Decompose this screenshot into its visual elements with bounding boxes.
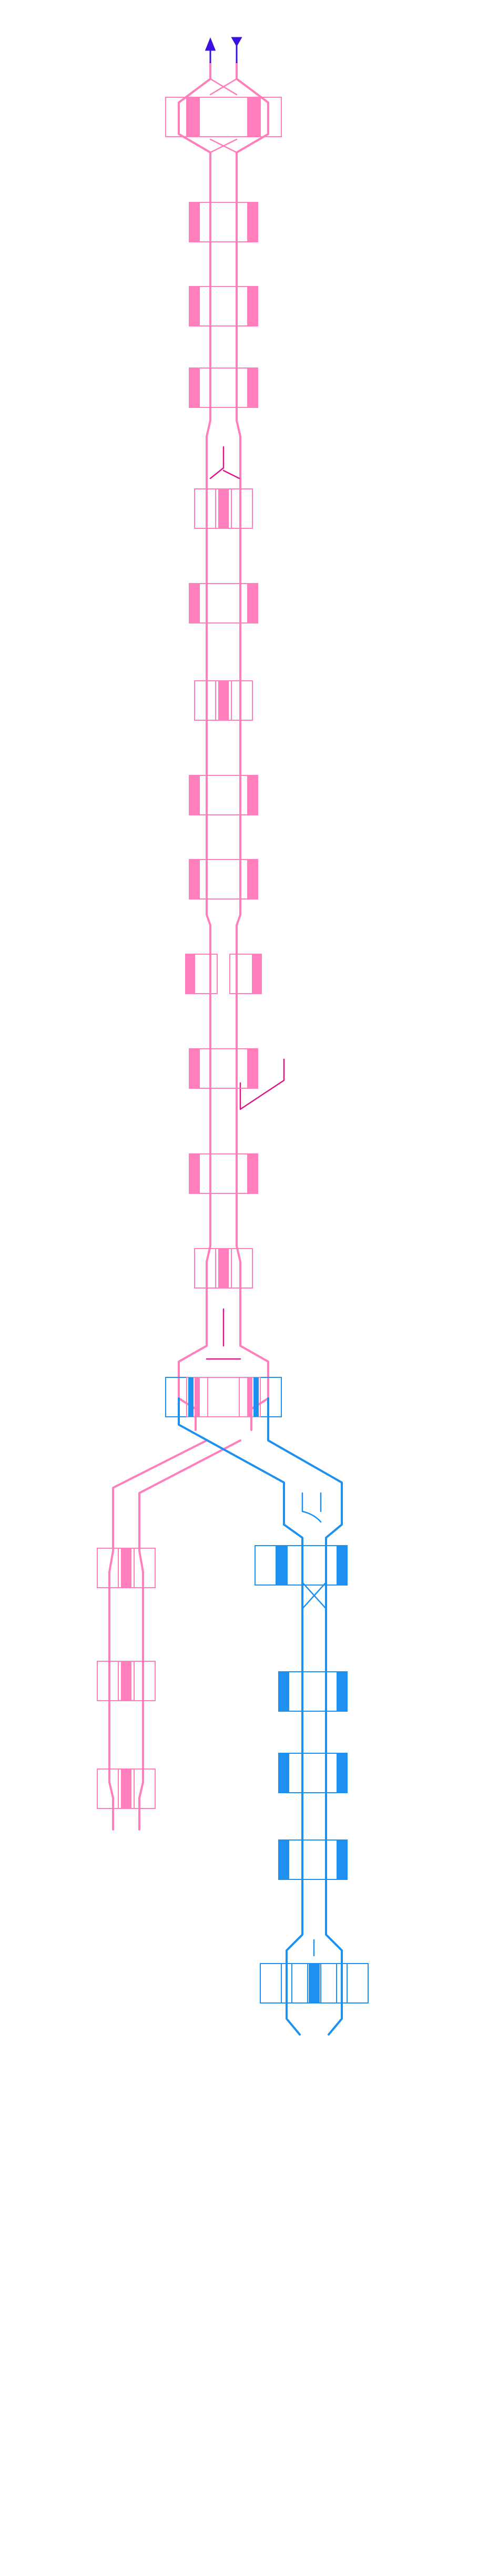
- pink-branch-right: [138, 1439, 241, 1831]
- pink-station-11: [189, 1048, 258, 1089]
- pink-station-6: [189, 583, 258, 623]
- pink-line: [108, 62, 285, 1831]
- blue-station-terminal: [260, 1963, 369, 2003]
- pink-track-left: [178, 62, 211, 1431]
- pink-spur-upper: [209, 446, 240, 479]
- pink-spur-middle: [239, 1058, 285, 1110]
- down-triangle-icon: [231, 37, 242, 63]
- pink-branch-station-1: [97, 1548, 156, 1588]
- pink-station-4: [189, 367, 258, 408]
- pink-station-13: [194, 1248, 253, 1289]
- pink-track-right: [236, 62, 269, 1431]
- pink-branch-left: [108, 1439, 208, 1831]
- pink-station-5: [194, 488, 253, 529]
- pink-station-3: [189, 286, 258, 326]
- blue-station-4: [278, 1839, 348, 1880]
- pink-station-10: [185, 954, 262, 994]
- up-arrow-icon: [205, 37, 216, 63]
- pink-station-1: [165, 97, 282, 137]
- blue-station-1: [255, 1545, 348, 1586]
- blue-station-3: [278, 1753, 348, 1793]
- pink-station-12: [189, 1153, 258, 1194]
- pink-station-9: [189, 859, 258, 899]
- blue-track-left: [178, 1397, 303, 2036]
- pink-branch-station-3: [97, 1769, 156, 1809]
- pink-crossover-top-a: [209, 78, 238, 96]
- direction-markers: [205, 37, 242, 63]
- pink-crossover-top-b: [209, 138, 238, 154]
- pink-station-7: [194, 680, 253, 721]
- pink-station-8: [189, 775, 258, 815]
- blue-crossover: [301, 1581, 327, 1610]
- junction-station: [165, 1377, 282, 1417]
- blue-crossover-bottom: [286, 1934, 343, 1957]
- pink-station-2: [189, 202, 258, 242]
- pink-branch-station-2: [97, 1661, 156, 1701]
- blue-track-right: [267, 1397, 343, 2036]
- blue-turnout-top: [301, 1492, 322, 1523]
- blue-line: [178, 1397, 343, 2036]
- blue-station-2: [278, 1671, 348, 1712]
- pink-spur-junction: [206, 1308, 241, 1360]
